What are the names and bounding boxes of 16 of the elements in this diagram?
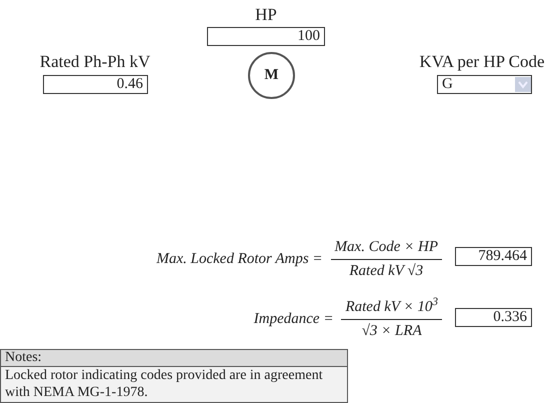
dropdown-select: G [437, 75, 532, 94]
formula-numerator: Rated kV × 10$^{3}$ [344, 296, 439, 317]
field-label: KVA per HP Code [418, 51, 546, 73]
notes-text: Locked rotor indicating codes provided are in agreement with NEMA MG-1-1978. [0, 366, 348, 403]
input-field: 100 [207, 27, 325, 46]
field-label: Rated Ph-Ph kV [38, 51, 152, 73]
output-field: 0.336 [455, 308, 532, 327]
notes-header: Notes: [0, 349, 348, 367]
formula-denominator: √3 × LRA [360, 322, 423, 340]
field-label: HP [254, 4, 278, 26]
formula-numerator: Max. Code × HP [334, 238, 439, 257]
formula-denominator: Rated kV √3 [348, 262, 424, 280]
formula-label: Impedance = [254, 310, 334, 329]
output-field: 789.464 [455, 247, 532, 266]
input-field: 0.46 [43, 75, 148, 94]
formula-label: Max. Locked Rotor Amps = [156, 250, 323, 269]
